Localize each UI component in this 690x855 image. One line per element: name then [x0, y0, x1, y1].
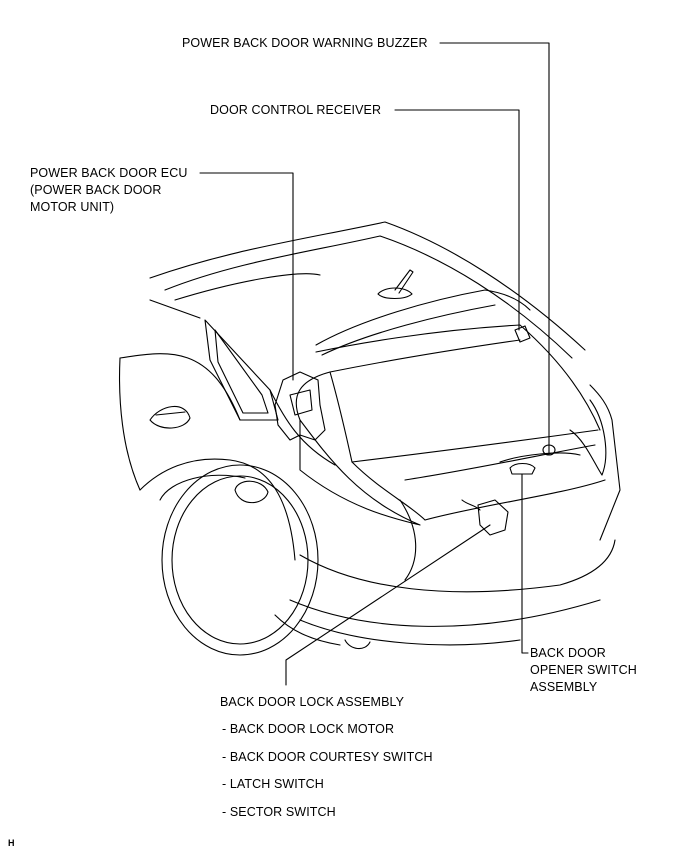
lock-item-lock-motor: - BACK DOOR LOCK MOTOR — [222, 722, 395, 736]
lock-assembly-label: BACK DOOR LOCK ASSEMBLY — [220, 695, 405, 709]
opener-switch-label-line-1: BACK DOOR — [530, 646, 606, 660]
ecu-label-line-3: MOTOR UNIT) — [30, 200, 115, 214]
leader-door-control-receiver — [394, 109, 520, 331]
leader-ecu — [199, 172, 294, 381]
opener-switch-label-line-3: ASSEMBLY — [530, 680, 598, 694]
leader-lock-assembly — [285, 524, 491, 686]
opener-switch-label-line-2: OPENER SWITCH — [530, 663, 637, 677]
door-control-receiver-label: DOOR CONTROL RECEIVER — [210, 103, 382, 117]
corner-code: H — [8, 838, 15, 848]
lock-item-courtesy-switch: - BACK DOOR COURTESY SWITCH — [222, 750, 433, 764]
leader-opener-switch — [521, 473, 529, 654]
lock-item-sector-switch: - SECTOR SWITCH — [222, 805, 336, 819]
warning-buzzer-label: POWER BACK DOOR WARNING BUZZER — [182, 36, 428, 50]
ecu-label-line-2: (POWER BACK DOOR — [30, 183, 162, 197]
leader-warning-buzzer — [439, 42, 550, 456]
ecu-label-line-1: POWER BACK DOOR ECU — [30, 166, 188, 180]
lock-item-latch-switch: - LATCH SWITCH — [222, 777, 324, 791]
